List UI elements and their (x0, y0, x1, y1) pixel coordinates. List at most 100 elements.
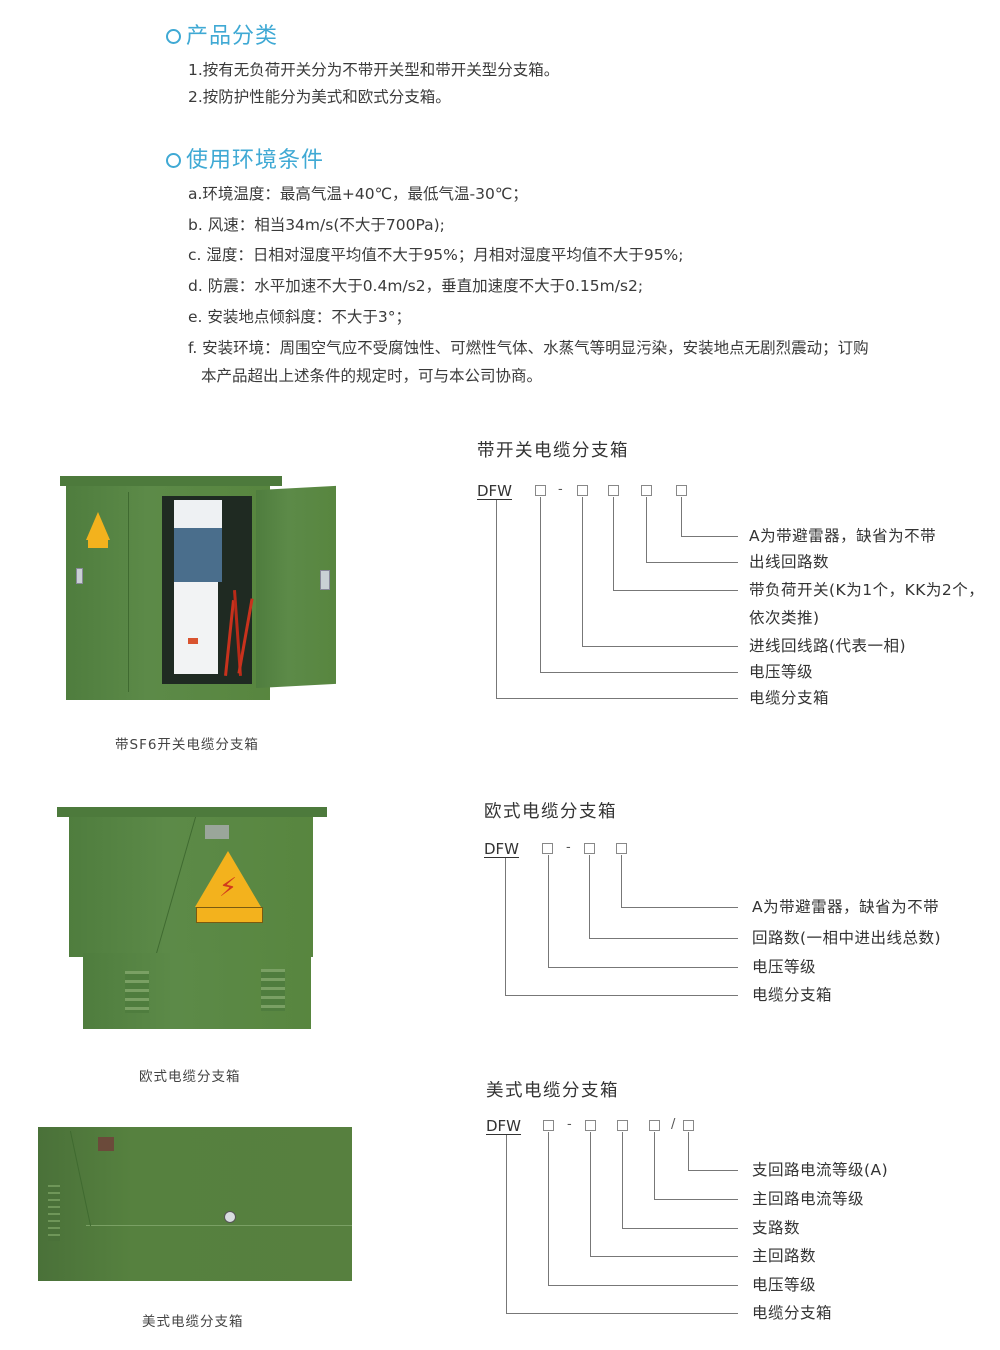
env-item-d: d. 防震：水平加速不大于0.4m/s2，垂直加速度不大于0.15m/s2; (188, 277, 644, 295)
leader-line (582, 497, 583, 646)
code-placeholder-box (535, 485, 546, 496)
door-seam (128, 492, 129, 692)
code-placeholder-box (577, 485, 588, 496)
code-label-main-count: 主回路数 (752, 1247, 817, 1265)
code-placeholder-box (608, 485, 619, 496)
env-item-c: c. 湿度：日相对湿度平均值不大于95%；月相对湿度平均值不大于95%; (188, 246, 684, 264)
leader-line (506, 1135, 507, 1313)
leader-line (496, 698, 738, 699)
code-separator: - (567, 1117, 572, 1132)
leader-line (548, 1285, 738, 1286)
code-label-load-switch: 带负荷开关(K为1个，KK为2个， (749, 581, 985, 599)
warning-label (196, 907, 263, 923)
leader-line (589, 938, 738, 939)
classification-item-2: 2.按防护性能分为美式和欧式分支箱。 (188, 88, 451, 106)
section-title-environment: 使用环境条件 (166, 142, 324, 174)
vent-louver-icon (48, 1185, 60, 1241)
sf6-unit (174, 582, 218, 674)
classification-item-1: 1.按有无负荷开关分为不带开关型和带开关型分支箱。 (188, 61, 560, 79)
env-item-f: f. 安装环境：周围空气应不受腐蚀性、可燃性气体、水蒸气等明显污染，安装地点无剧… (188, 339, 869, 357)
leader-line (548, 855, 549, 968)
code-label-branch-box: 电缆分支箱 (752, 986, 833, 1004)
product-caption-american: 美式电缆分支箱 (142, 1314, 244, 1330)
lightning-bolt-icon: ⚡ (218, 873, 238, 903)
leader-line (622, 1132, 623, 1228)
leader-line (613, 590, 738, 591)
diagram-title: 带开关电缆分支箱 (477, 441, 629, 461)
leader-line (621, 855, 622, 908)
code-placeholder-box (676, 485, 687, 496)
code-label-circuits: 回路数(一相中进出线总数) (752, 929, 942, 947)
code-label-arrester: A为带避雷器，缺省为不带 (749, 527, 937, 545)
code-placeholder-box (585, 1120, 596, 1131)
vent-louver-icon (125, 971, 149, 1013)
code-separator: - (566, 840, 571, 855)
code-label-outgoing-circuits: 出线回路数 (749, 553, 830, 571)
code-label-voltage: 电压等级 (752, 1276, 817, 1294)
leader-line (582, 646, 738, 647)
leader-line (589, 855, 590, 939)
product-image-american-cabinet (38, 1125, 354, 1285)
code-label-voltage: 电压等级 (749, 663, 814, 681)
leader-line (540, 672, 738, 673)
code-separator: - (558, 482, 563, 497)
product-image-european-cabinet: ⚡ (55, 803, 330, 1035)
product-caption-sf6: 带SF6开关电缆分支箱 (115, 737, 259, 753)
code-placeholder-box (641, 485, 652, 496)
circle-bullet-icon (166, 29, 181, 44)
code-label-load-switch-cont: 依次类推) (749, 609, 820, 627)
code-label-branch-box: 电缆分支箱 (752, 1304, 833, 1322)
model-code-prefix: DFW (477, 482, 513, 500)
code-placeholder-box (617, 1120, 628, 1131)
env-item-a: a.环境温度：最高气温+40℃，最低气温-30℃； (188, 185, 528, 203)
leader-line (688, 1170, 738, 1171)
env-item-e: e. 安装地点倾斜度：不大于3°； (188, 308, 412, 326)
code-label-arrester: A为带避雷器，缺省为不带 (752, 898, 940, 916)
nameplate (205, 825, 229, 839)
code-placeholder-box (649, 1120, 660, 1131)
code-label-branch-current: 支回路电流等级(A) (752, 1161, 889, 1179)
warning-label (98, 1137, 114, 1151)
cabinet-roof (60, 476, 282, 486)
leader-line (681, 536, 738, 537)
leader-line (646, 562, 738, 563)
vent-louver-icon (261, 969, 285, 1011)
model-code-prefix: DFW (484, 840, 520, 858)
handle-icon (76, 568, 83, 584)
env-item-f-continued: 本产品超出上述条件的规定时，可与本公司协商。 (201, 367, 543, 385)
cabinet-body (38, 1127, 352, 1281)
code-placeholder-box (542, 843, 553, 854)
code-label-branch-box: 电缆分支箱 (749, 689, 830, 707)
switch-panel (174, 528, 222, 582)
model-code-prefix: DFW (486, 1117, 522, 1135)
leader-line (622, 1228, 738, 1229)
code-separator: / (671, 1117, 676, 1132)
diagram-title: 欧式电缆分支箱 (484, 802, 617, 822)
leader-line (505, 858, 506, 996)
leader-line (548, 1132, 549, 1285)
product-image-sf6-cabinet (58, 470, 338, 705)
cabinet-upper-body (69, 817, 313, 957)
code-label-main-current: 主回路电流等级 (752, 1190, 865, 1208)
indicator-red (188, 638, 198, 644)
leader-line (590, 1132, 591, 1256)
warning-triangle-icon (195, 851, 261, 907)
leader-line (646, 497, 647, 562)
section-title-classification: 产品分类 (166, 18, 278, 50)
product-caption-european: 欧式电缆分支箱 (139, 1069, 241, 1085)
cabinet-roof (57, 807, 327, 817)
code-label-incoming-circuits: 进线回线路(代表一相) (749, 637, 907, 655)
leader-line (540, 497, 541, 672)
warning-label (88, 540, 108, 548)
leader-line (681, 497, 682, 536)
leader-line (654, 1132, 655, 1199)
env-item-b: b. 风速：相当34m/s(不大于700Pa); (188, 216, 445, 234)
code-placeholder-box (584, 843, 595, 854)
leader-line (496, 500, 497, 698)
circle-bullet-icon (166, 153, 181, 168)
door-latch-icon (320, 570, 330, 590)
lock-icon (224, 1211, 236, 1223)
warning-triangle-icon (86, 512, 110, 540)
leader-line (621, 907, 738, 908)
diagram-title: 美式电缆分支箱 (486, 1081, 619, 1101)
